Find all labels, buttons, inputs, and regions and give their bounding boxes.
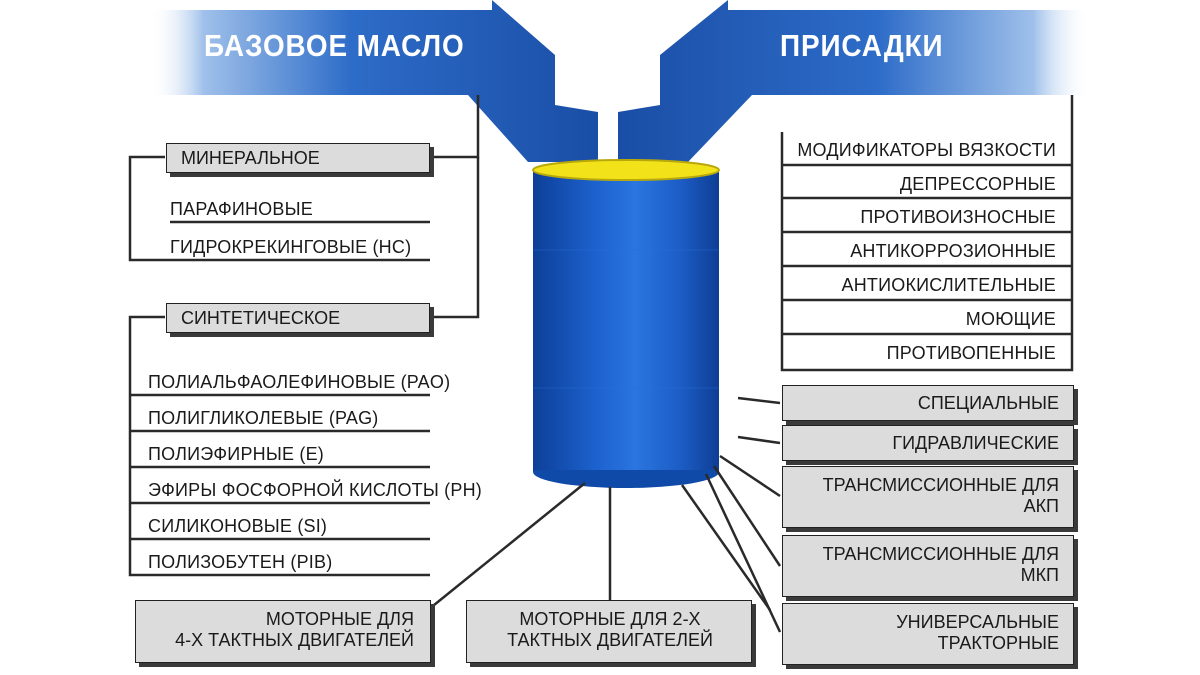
synthetic-item: ПОЛИАЛЬФАОЛЕФИНОВЫЕ (PAO) [148,372,451,392]
tractor-line: ТРАКТОРНЫЕ [937,633,1059,653]
base-oil-title: БАЗОВОЕ МАСЛО [204,28,465,63]
base-oil-arrow [150,0,598,162]
transmission-akp-line: АКП [1023,496,1059,516]
additive-item: МОЮЩИЕ [965,309,1056,329]
motor-2t-line: ТАКТНЫХ ДВИГАТЕЛЕЙ [507,630,713,650]
synthetic-item: ПОЛИЗОБУТЕН (PIB) [148,552,333,572]
additives-title: ПРИСАДКИ [780,28,944,63]
mineral-item: ГИДРОКРЕКИНГОВЫЕ (НС) [170,237,412,257]
additive-item: МОДИФИКАТОРЫ ВЯЗКОСТИ [797,140,1056,160]
special-box: СПЕЦИАЛЬНЫЕ [782,385,1074,421]
transmission-mkp-line: ТРАНСМИССИОННЫЕ ДЛЯ [822,544,1059,564]
synthetic-label: СИНТЕТИЧЕСКОЕ [181,308,341,328]
synthetic-item: СИЛИКОНОВЫЕ (SI) [148,516,328,536]
synthetic-item: ПОЛИГЛИКОЛЕВЫЕ (PAG) [148,408,379,428]
transmission-akp-box: ТРАНСМИССИОННЫЕ ДЛЯ АКП [782,466,1074,528]
special-label: СПЕЦИАЛЬНЫЕ [917,393,1059,413]
mineral-label: МИНЕРАЛЬНОЕ [181,148,320,168]
mineral-item: ПАРАФИНОВЫЕ [170,199,313,219]
synthetic-item: ЭФИРЫ ФОСФОРНОЙ КИСЛОТЫ (PH) [148,480,482,500]
connector-lines [128,95,1074,633]
motor-4t-line: МОТОРНЫЕ ДЛЯ [265,609,414,629]
tractor-box: УНИВЕРСАЛЬНЫЕ ТРАКТОРНЫЕ [782,603,1074,665]
motor-2t-line: МОТОРНЫЕ ДЛЯ 2-Х [519,609,701,629]
transmission-mkp-box: ТРАНСМИССИОННЫЕ ДЛЯ МКП [782,535,1074,597]
motor-2t-box: МОТОРНЫЕ ДЛЯ 2-Х ТАКТНЫХ ДВИГАТЕЛЕЙ [466,600,752,663]
hydraulic-box: ГИДРАВЛИЧЕСКИЕ [782,425,1074,461]
motor-4t-line: 4-Х ТАКТНЫХ ДВИГАТЕЛЕЙ [175,630,414,650]
additive-item: ПРОТИВОИЗНОСНЫЕ [860,207,1056,227]
synthetic-item: ПОЛИЭФИРНЫЕ (Е) [148,444,324,464]
transmission-mkp-line: МКП [1020,565,1059,585]
barrel-icon [532,159,720,488]
hydraulic-label: ГИДРАВЛИЧЕСКИЕ [892,433,1059,453]
additive-item: АНТИОКИСЛИТЕЛЬНЫЕ [841,275,1056,295]
additive-item: ПРОТИВОПЕННЫЕ [886,343,1056,363]
additive-item: АНТИКОРРОЗИОННЫЕ [850,241,1056,261]
transmission-akp-line: ТРАНСМИССИОННЫЕ ДЛЯ [822,475,1059,495]
mineral-box: МИНЕРАЛЬНОЕ [166,143,430,173]
tractor-line: УНИВЕРСАЛЬНЫЕ [896,612,1059,632]
synthetic-box: СИНТЕТИЧЕСКОЕ [166,303,430,333]
additives-arrow [618,0,1090,162]
additive-item: ДЕПРЕССОРНЫЕ [899,174,1056,194]
motor-4t-box: МОТОРНЫЕ ДЛЯ 4-Х ТАКТНЫХ ДВИГАТЕЛЕЙ [135,600,431,663]
